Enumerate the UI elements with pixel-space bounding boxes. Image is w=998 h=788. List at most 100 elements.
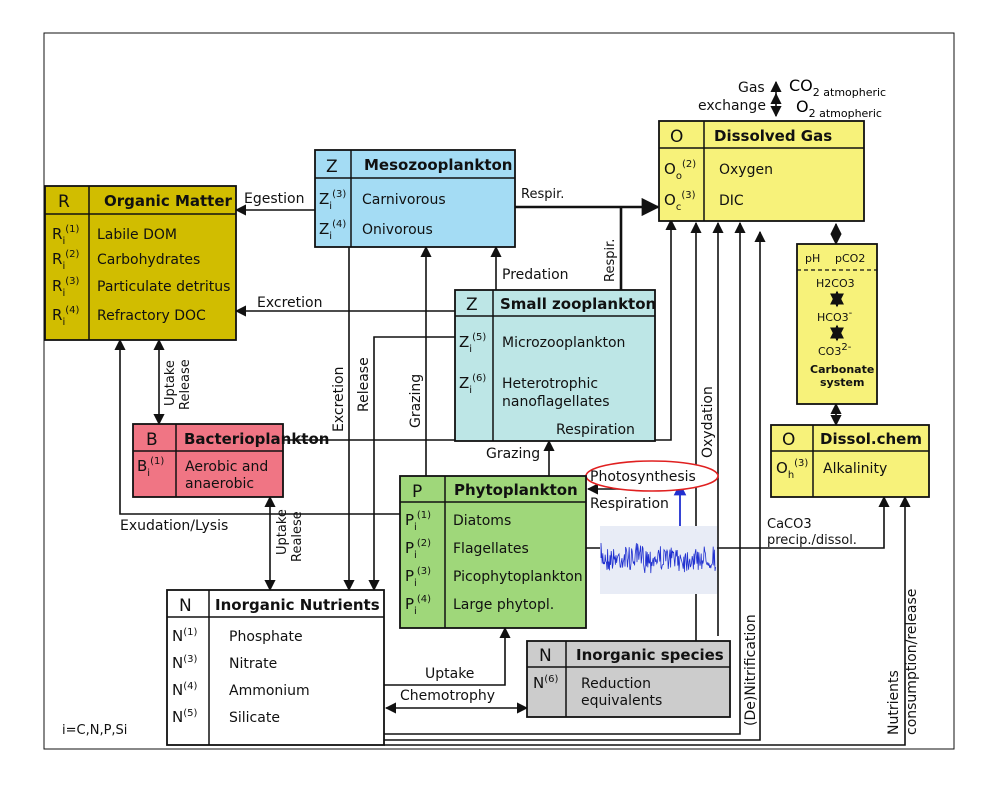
gas-exchange: Gas exchange CO2 atmopheric O2 atmopheri… xyxy=(698,76,886,120)
row-label: Ammonium xyxy=(229,683,310,699)
organic-row: Ri(1)Labile DOM xyxy=(52,224,177,247)
row-symbol: Oh(3) xyxy=(776,458,808,481)
phyto-row: Pi(2) Flagellates xyxy=(405,538,529,561)
inorganic-species-box: N Inorganic species N(6)Reductionequival… xyxy=(526,640,731,718)
nutrients-row: N(1) Phosphate xyxy=(172,627,303,645)
row-label: Flagellates xyxy=(453,541,529,557)
row-label: Oxygen xyxy=(719,162,773,178)
row-label-2: equivalents xyxy=(581,693,662,709)
row-label: Particulate detritus xyxy=(97,279,230,295)
uptake-nut-label: Uptake xyxy=(275,509,290,555)
realese-nut-label: Realese xyxy=(290,511,305,562)
uptake-bact-label: Uptake xyxy=(163,360,178,406)
carbonate-title-1: Carbonate xyxy=(810,363,874,376)
light-signal-noise xyxy=(600,542,716,574)
caco3-label-2: precip./dissol. xyxy=(767,533,857,548)
dissol-title: Dissol.chem xyxy=(820,430,922,448)
row-symbol: Ri(1) xyxy=(52,224,79,247)
row-symbol: Pi(4) xyxy=(405,594,431,617)
phyto-row: Pi(3)Picophytoplankton xyxy=(405,566,583,589)
light-signal-image xyxy=(600,526,717,594)
caco3-label-1: CaCO3 xyxy=(767,517,812,532)
row-label: Aerobic and xyxy=(185,459,268,475)
row-label: Silicate xyxy=(229,710,280,726)
gas-exchange-label-2: exchange xyxy=(698,98,766,114)
nutrients-row: N(3)Nitrate xyxy=(172,654,277,672)
row-label: Microzooplankton xyxy=(502,335,625,351)
row-label: DIC xyxy=(719,193,744,209)
row-symbol: Pi(1) xyxy=(405,510,431,533)
species-letter: N xyxy=(539,646,552,666)
excretion-small-label: Excretion xyxy=(257,295,322,311)
nut-cons-line xyxy=(384,495,911,746)
row-symbol: Ri(4) xyxy=(52,305,79,328)
dissol-chem-box: O Dissol.chem Oh(3)Alkalinity xyxy=(770,424,930,498)
gas-letter: O xyxy=(670,127,683,147)
bacterio-letter: B xyxy=(146,430,158,450)
exudation-arrow xyxy=(114,338,400,515)
predation-label: Predation xyxy=(502,267,569,283)
row-symbol: N(4) xyxy=(172,681,197,699)
organic-row: Ri(3) Particulate detritus xyxy=(52,276,230,299)
row-symbol: Oc(3) xyxy=(664,190,696,213)
row-label: Heterotrophic xyxy=(502,376,598,392)
row-label: Reduction xyxy=(581,676,651,692)
gas-exchange-label-1: Gas xyxy=(738,80,765,96)
meso-row: Zi(4)Onivorous xyxy=(319,219,433,242)
phyto-row: Pi(4) Large phytopl. xyxy=(405,594,554,617)
row-symbol: Ri(2) xyxy=(52,249,79,272)
organic-letter: R xyxy=(58,192,70,212)
row-symbol: Zi(5) xyxy=(459,332,486,355)
organic-title: Organic Matter xyxy=(104,192,233,210)
grazing-meso-label: Grazing xyxy=(408,374,424,428)
row-label: Phosphate xyxy=(229,629,303,645)
nut-cons-label-2: consumption/release xyxy=(904,589,920,735)
small-zooplankton-box: Z Small zooplankton Zi(5) Microzooplankto… xyxy=(454,289,656,442)
nitrification-line-2 xyxy=(384,230,766,741)
row-symbol: N(1) xyxy=(172,627,197,645)
bacterio-title: Bacterioplankton xyxy=(184,430,329,448)
species-title: Inorganic species xyxy=(576,646,724,664)
respir-meso-label: Respir. xyxy=(521,187,564,202)
gas-row: Oo(2) Oxygen xyxy=(664,159,773,182)
row-label: Refractory DOC xyxy=(97,308,206,324)
row-symbol: Zi(3) xyxy=(319,189,346,212)
denitrification-line xyxy=(384,221,746,735)
release-small-label: Release xyxy=(356,357,372,412)
row-symbol: Zi(6) xyxy=(459,373,486,396)
row-label: Nitrate xyxy=(229,656,277,672)
oxydation-label: Oxydation xyxy=(700,386,716,458)
dissol-row: Oh(3)Alkalinity xyxy=(776,458,887,481)
uptake-phyto-arrow xyxy=(384,626,511,686)
bacterioplankton-box: B Bacterioplankton Bi(1)Aerobic andanaer… xyxy=(132,423,329,498)
flow-labels: Egestion Respir. Predation Excretion Gra… xyxy=(62,187,920,738)
row-symbol: Ri(3) xyxy=(52,276,79,299)
footnote: i=C,N,P,Si xyxy=(62,723,127,738)
carbonate-system-box: pH pCO2 H2CO3 HCO3- CO32- Carbonate syst… xyxy=(796,243,878,405)
o2-atmospheric: O2 atmopheric xyxy=(796,97,882,120)
chemotrophy-label: Chemotrophy xyxy=(400,688,495,704)
phyto-title: Phytoplankton xyxy=(454,481,578,499)
mesozooplankton-box: Z Mesozooplankton Zi(3)CarnivorousZi(4)O… xyxy=(314,149,516,248)
row-symbol: Oo(2) xyxy=(664,159,696,182)
gas-row: Oc(3) DIC xyxy=(664,190,744,213)
phyto-letter: P xyxy=(412,482,422,502)
row-label: Carbohydrates xyxy=(97,252,200,268)
egestion-label: Egestion xyxy=(244,191,304,207)
meso-row: Zi(3)Carnivorous xyxy=(319,189,446,212)
small-zoo-letter: Z xyxy=(466,295,478,315)
nutrients-row: N(5)Silicate xyxy=(172,708,280,726)
excretion-meso-label: Excretion xyxy=(331,367,347,432)
small-zoo-title: Small zooplankton xyxy=(500,295,656,313)
row-label: Large phytopl. xyxy=(453,597,554,613)
organic-row: Ri(4) Refractory DOC xyxy=(52,305,206,328)
row-symbol: Pi(2) xyxy=(405,538,431,561)
exudation-label: Exudation/Lysis xyxy=(120,518,228,534)
carbonate-title-2: system xyxy=(820,376,864,389)
row-symbol: Pi(3) xyxy=(405,566,431,589)
row-symbol: Zi(4) xyxy=(319,219,346,242)
